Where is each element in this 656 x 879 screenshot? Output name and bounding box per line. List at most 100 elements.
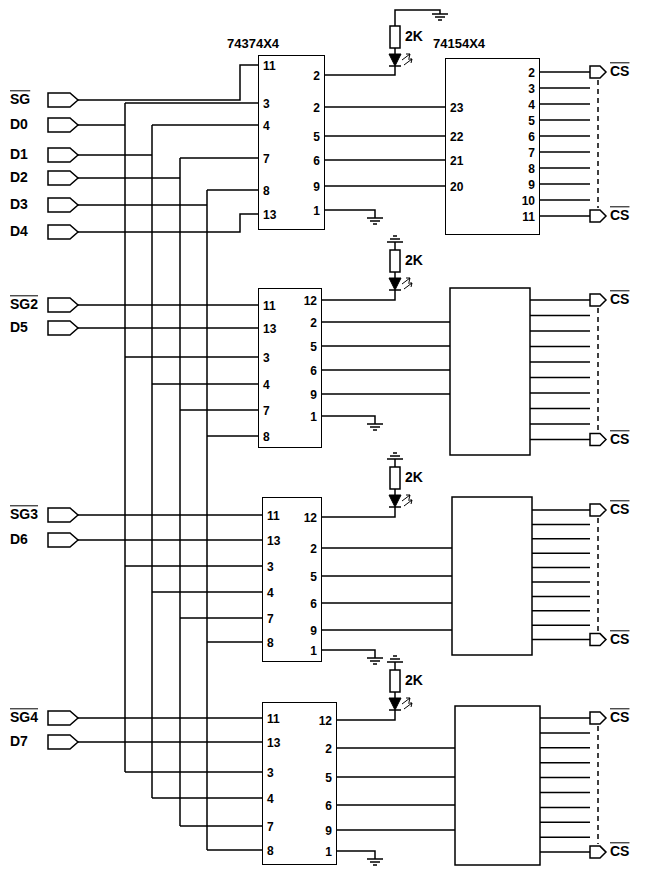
input-port [48,118,78,132]
pin-number: 3 [263,98,270,110]
led-symbol [389,278,401,290]
pin-number: 5 [310,571,317,583]
output-port [590,294,606,306]
pin-number: 23 [450,102,463,114]
resistor-symbol [390,250,400,272]
decoder-chip [452,497,532,655]
data-signal: D0 [10,117,28,132]
input-port [48,508,78,522]
led-light-rays [402,54,412,709]
pin-number: 2 [325,743,332,755]
data-signal: D4 [10,224,28,239]
pin-number: 7 [528,147,535,159]
data-signal: D6 [10,532,28,547]
pin-number: 21 [450,155,463,167]
chip-select-signal: CS [610,502,629,517]
data-signal: D2 [10,170,28,185]
led-bar [389,66,401,710]
signal-wire [325,106,445,108]
resistor-symbol [390,26,400,48]
pin-number: 6 [528,131,535,143]
output-port [590,634,606,646]
pin-number: 2 [313,102,320,114]
pin-number: 4 [263,379,270,391]
chip-label: 74154X4 [433,37,485,50]
data-signal: D1 [10,147,28,162]
data-bus [125,103,207,850]
input-port [48,735,78,749]
output-port [590,66,606,78]
pin-number: 12 [304,512,317,524]
pin-number: 3 [528,83,535,95]
pin-number: 3 [267,767,274,779]
pin-number: 3 [267,561,274,573]
pin-number: 8 [267,845,274,857]
latch-to-decoder-wires [322,322,455,830]
pin-number: 5 [310,341,317,353]
pin-number: 6 [310,365,317,377]
latch-chip: 74374X411347813225691 [258,55,325,230]
pin-number: 13 [263,323,276,335]
pin-number: 12 [304,295,317,307]
pin-number: 7 [267,613,274,625]
decoder-chip [450,288,530,455]
pin-number: 2 [313,70,320,82]
pin-number: 9 [310,389,317,401]
chip-select-signal: CS [610,432,629,447]
data-signal: D5 [10,320,28,335]
signal-wire [325,159,445,161]
pin-number: 9 [325,825,332,837]
chip-label: 74374X4 [227,37,279,50]
pin-number: 7 [263,405,270,417]
pin-number: 9 [528,179,535,191]
pin-number: 4 [263,120,270,132]
pin-number: 4 [267,587,274,599]
resistor-value: 2K [405,470,423,485]
pin-number: 5 [325,772,332,784]
input-wires [78,65,262,742]
input-port [48,298,78,312]
resistor-symbol [390,467,400,489]
pin-number: 9 [310,625,317,637]
strobe-signal: SG2 [10,297,38,312]
pin-number: 6 [310,598,317,610]
led-symbol [389,54,401,66]
pin-number: 22 [450,131,463,143]
pin-number: 2 [310,317,317,329]
strobe-signal: SG4 [10,710,38,725]
signal-wire [325,185,445,187]
bus-branches [125,103,262,850]
input-port [48,171,78,185]
pin-number: 2 [528,67,535,79]
chip-select-signal: CS [610,292,629,307]
pin-number: 13 [267,737,280,749]
pin-number: 20 [450,181,463,193]
pin-number: 13 [263,209,276,221]
pin-number: 9 [313,181,320,193]
output-port [590,504,606,516]
data-signal: D7 [10,734,28,749]
strobe-signal: SG3 [10,507,38,522]
dashed-continuation [597,80,599,844]
input-port [48,93,78,107]
led-and-ground-wires [322,10,440,859]
input-port [48,225,78,239]
resistor-value: 2K [405,29,423,44]
chip-select-signal: CS [610,64,629,79]
pin-number: 4 [267,793,274,805]
latch-chip: 111334781225691 [262,702,337,865]
pin-number: 11 [263,300,276,312]
pin-number: 1 [325,846,332,858]
input-port [48,198,78,212]
input-port [48,148,78,162]
input-port [48,533,78,547]
resistor-value: 2K [405,253,423,268]
pin-number: 11 [267,510,280,522]
pin-number: 5 [313,131,320,143]
pin-number: 8 [267,637,274,649]
pin-number: 10 [522,195,535,207]
pin-number: 3 [263,352,270,364]
input-port [48,711,78,725]
output-port [590,210,606,222]
